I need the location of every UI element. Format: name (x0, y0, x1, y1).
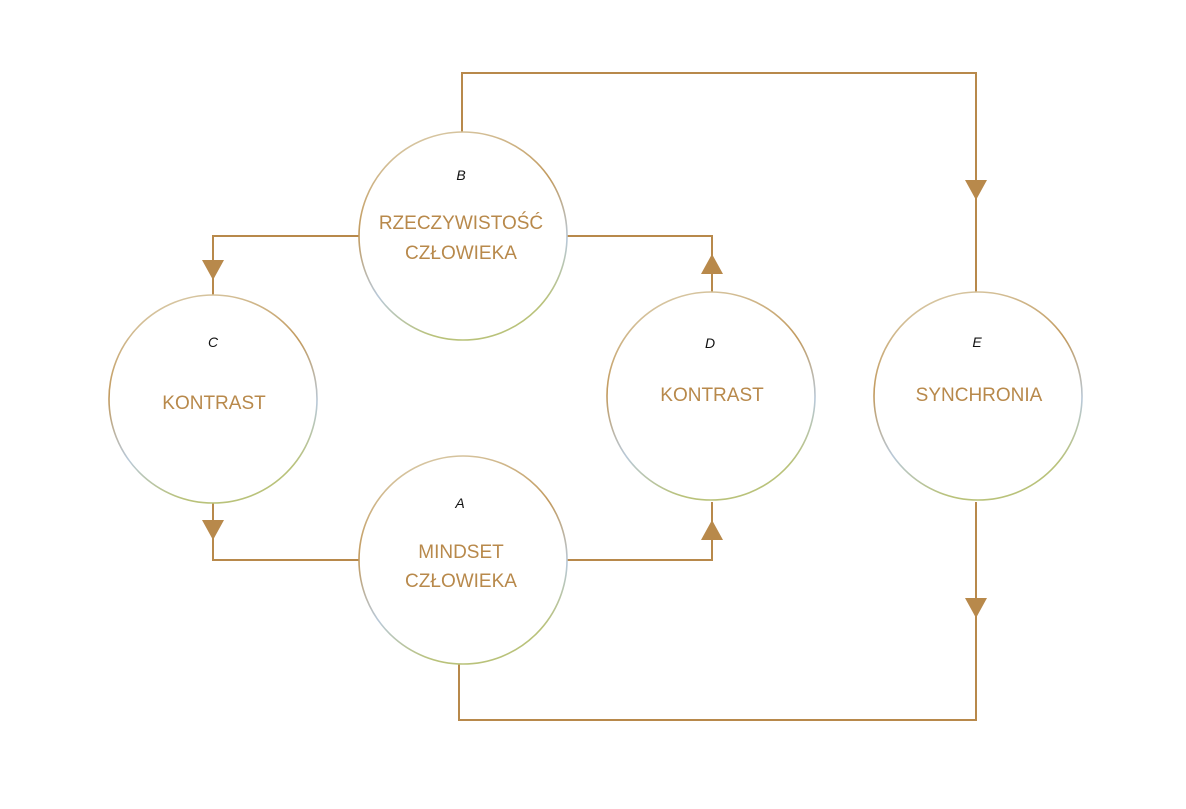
node-a: A MINDSET CZŁOWIEKA (358, 455, 568, 665)
edge-c-to-a (212, 502, 360, 561)
node-e-label: SYNCHRONIA (916, 385, 1043, 406)
node-d-letter: D (705, 335, 715, 351)
node-e: E SYNCHRONIA (873, 291, 1083, 501)
node-e-circle (873, 291, 1083, 501)
node-b-letter: B (456, 167, 465, 183)
edge-a-to-d (566, 502, 713, 561)
arrow-a-to-d-icon (701, 520, 723, 540)
node-c-circle (108, 294, 318, 504)
node-e-letter: E (972, 334, 982, 350)
node-c-letter: C (208, 334, 219, 350)
node-b: B RZECZYWISTOŚĆ CZŁOWIEKA (358, 131, 568, 341)
edge-b-to-c (212, 235, 360, 295)
node-b-label-line1: RZECZYWISTOŚĆ (379, 212, 543, 234)
arrow-b-to-e-icon (965, 180, 987, 200)
node-d: D KONTRAST (606, 291, 816, 501)
node-c: C KONTRAST (108, 294, 318, 504)
node-c-label: KONTRAST (162, 393, 266, 414)
arrow-e-to-a-icon (965, 598, 987, 618)
arrow-d-to-b-icon (701, 254, 723, 274)
node-b-circle (358, 131, 568, 341)
node-b-label-line2: CZŁOWIEKA (405, 243, 517, 264)
edge-d-to-b (566, 235, 713, 292)
node-a-label-line2: CZŁOWIEKA (405, 571, 517, 592)
node-a-letter: A (454, 495, 464, 511)
node-d-label: KONTRAST (660, 385, 764, 406)
arrow-b-to-c-icon (202, 260, 224, 280)
node-d-circle (606, 291, 816, 501)
arrow-c-to-a-icon (202, 520, 224, 540)
node-a-circle (358, 455, 568, 665)
connectors (202, 72, 987, 721)
node-a-label-line1: MINDSET (418, 542, 504, 563)
